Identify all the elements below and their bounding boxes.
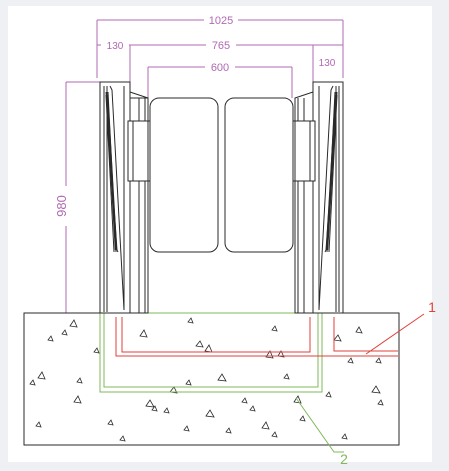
callout-1-label: 1 — [428, 299, 436, 315]
red-conduit-inner — [121, 317, 311, 353]
dimension-labels: 1025 130 765 130 600 980 — [54, 15, 336, 217]
red-conduit-outer — [115, 317, 398, 357]
green-conduit-outer — [99, 313, 323, 393]
concrete-slab — [23, 312, 400, 446]
red-conduit — [115, 317, 398, 357]
dim-label-inner: 765 — [212, 40, 230, 52]
red-conduit-right — [333, 317, 398, 352]
callout-2-leader — [295, 397, 344, 453]
green-conduit-inner — [103, 313, 319, 388]
callout-1-leader — [365, 313, 425, 355]
concrete-aggregate — [29, 317, 384, 442]
dim-label-height: 980 — [54, 195, 69, 217]
left-gate-wing — [149, 97, 219, 253]
dim-label-overall: 1025 — [209, 15, 233, 27]
dim-label-right-post: 130 — [319, 58, 336, 69]
dim-label-passage: 600 — [211, 62, 229, 74]
left-post-light-strip — [105, 94, 118, 251]
height-dimension — [65, 81, 100, 313]
dimension-label-masks — [55, 13, 340, 226]
dim-label-left-post: 130 — [107, 41, 124, 52]
right-gate-wing — [224, 97, 294, 253]
right-post-light-strip — [325, 94, 338, 251]
dimension-lines — [96, 19, 344, 98]
callout-2-label: 2 — [340, 451, 348, 466]
gate-wings — [149, 97, 294, 253]
green-conduit — [99, 313, 323, 393]
